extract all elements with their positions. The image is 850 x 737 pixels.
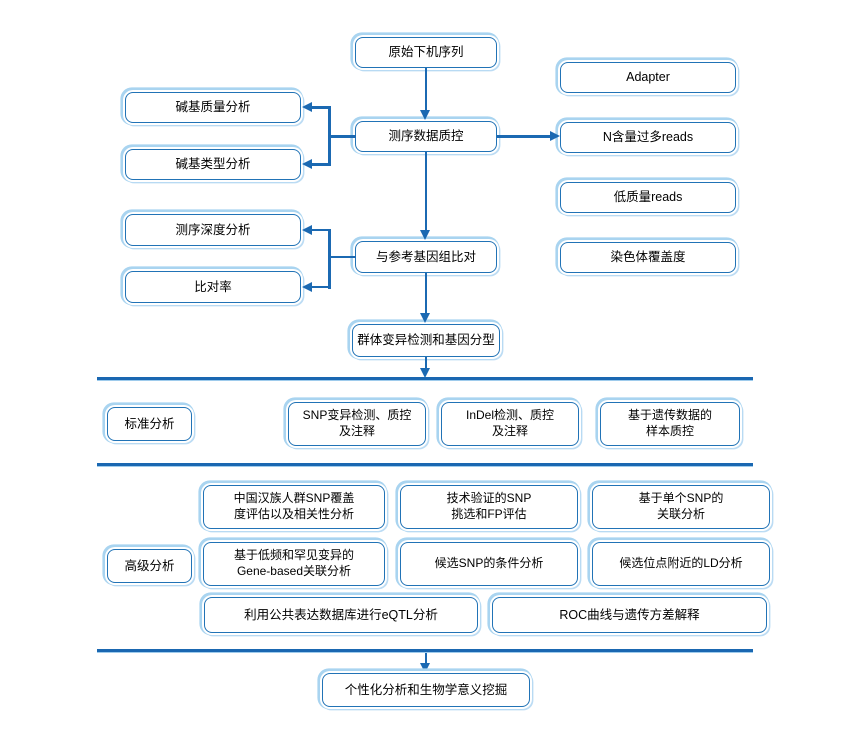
arrowhead-qc-to-align	[420, 230, 430, 240]
line-raw-to-qc	[424, 68, 428, 111]
node-label: N含量过多reads	[602, 130, 694, 145]
node-label: 基于遗传数据的 样本质控	[627, 408, 712, 438]
node-label: 中国汉族人群SNP覆盖 度评估以及相关性分析	[233, 491, 355, 521]
line-qc-to-align	[424, 152, 428, 231]
node-adapter: Adapter	[560, 62, 736, 93]
node-raw-sequence: 原始下机序列	[355, 37, 497, 68]
node-mapping-rate: 比对率	[125, 271, 301, 303]
line-align-to-variant	[424, 273, 428, 314]
node-label: 染色体覆盖度	[610, 250, 686, 265]
node-label: 测序数据质控	[388, 129, 464, 144]
node-label: InDel检测、质控 及注释	[465, 408, 554, 438]
node-label: SNP变异检测、质控 及注释	[302, 408, 412, 438]
line-to-mapping-rate	[311, 285, 330, 289]
node-base-type: 碱基类型分析	[125, 149, 301, 180]
arrowhead-variant-to-divider	[420, 368, 430, 378]
node-label: 基于低频和罕见变异的 Gene-based关联分析	[233, 548, 354, 578]
node-label: 基于单个SNP的 关联分析	[638, 491, 724, 521]
arrowhead-to-base-quality	[302, 102, 312, 113]
line-variant-to-divider	[424, 357, 428, 369]
line-align-bracket-feed	[330, 255, 356, 259]
node-indel-detection: InDel检测、质控 及注释	[441, 402, 579, 446]
line-divider-to-personalized	[424, 652, 428, 664]
node-label: 利用公共表达数据库进行eQTL分析	[244, 607, 438, 622]
node-ld-analysis: 候选位点附近的LD分析	[592, 542, 770, 586]
node-base-quality: 碱基质量分析	[125, 92, 301, 123]
arrowhead-divider-to-personalized	[420, 663, 430, 673]
line-to-depth	[311, 228, 330, 232]
node-label: 比对率	[194, 279, 232, 294]
node-label: 原始下机序列	[388, 45, 464, 60]
node-label: 标准分析	[124, 416, 175, 431]
node-single-snp-association: 基于单个SNP的 关联分析	[592, 485, 770, 529]
node-label: 群体变异检测和基因分型	[357, 333, 495, 348]
section-label-standard: 标准分析	[107, 407, 192, 441]
node-depth-analysis: 测序深度分析	[125, 214, 301, 246]
section-label-advanced: 高级分析	[107, 549, 192, 583]
node-label: 技术验证的SNP 挑选和FP评估	[446, 491, 532, 521]
node-label: 高级分析	[124, 558, 175, 573]
node-gene-based-association: 基于低频和罕见变异的 Gene-based关联分析	[203, 542, 385, 586]
node-label: 候选位点附近的LD分析	[619, 556, 743, 571]
node-conditional-analysis: 候选SNP的条件分析	[400, 542, 578, 586]
arrowhead-qc-to-nreads	[550, 131, 560, 141]
node-genetic-sample-qc: 基于遗传数据的 样本质控	[600, 402, 740, 446]
divider-advanced-bottom	[97, 649, 753, 653]
node-label: 低质量reads	[613, 190, 683, 205]
node-chromosome-coverage: 染色体覆盖度	[560, 242, 736, 273]
node-label: Adapter	[626, 70, 670, 85]
arrowhead-align-to-variant	[420, 313, 430, 323]
node-label: 与参考基因组比对	[375, 249, 476, 264]
node-personalized-analysis: 个性化分析和生物学意义挖掘	[322, 673, 530, 707]
node-label: 碱基质量分析	[175, 100, 251, 115]
line-qc-to-nreads	[497, 135, 550, 138]
arrowhead-to-depth	[302, 224, 312, 235]
divider-standard-top	[97, 377, 753, 381]
node-han-snp-coverage: 中国汉族人群SNP覆盖 度评估以及相关性分析	[203, 485, 385, 529]
node-label: ROC曲线与遗传方差解释	[559, 607, 700, 622]
node-eqtl-analysis: 利用公共表达数据库进行eQTL分析	[204, 597, 478, 633]
line-to-base-type	[311, 163, 330, 166]
node-data-qc: 测序数据质控	[355, 121, 497, 152]
arrowhead-to-mapping-rate	[302, 281, 312, 292]
node-label: 测序深度分析	[175, 222, 251, 237]
arrowhead-raw-to-qc	[420, 110, 430, 120]
node-label: 碱基类型分析	[175, 157, 251, 172]
node-snp-detection: SNP变异检测、质控 及注释	[288, 402, 426, 446]
line-qc-bracket-feed	[330, 135, 356, 138]
node-n-reads: N含量过多reads	[560, 122, 736, 153]
line-qc-bracket-vertical	[328, 106, 331, 167]
node-align-reference: 与参考基因组比对	[355, 241, 497, 273]
node-label: 个性化分析和生物学意义挖掘	[344, 682, 508, 697]
line-to-base-quality	[311, 106, 330, 109]
node-validated-snp: 技术验证的SNP 挑选和FP评估	[400, 485, 578, 529]
divider-standard-bottom	[97, 463, 753, 467]
node-label: 候选SNP的条件分析	[434, 556, 544, 571]
node-roc-heritability: ROC曲线与遗传方差解释	[492, 597, 767, 633]
line-align-bracket-vertical	[328, 228, 331, 289]
arrowhead-to-base-type	[302, 159, 312, 170]
node-low-quality-reads: 低质量reads	[560, 182, 736, 213]
node-variant-calling: 群体变异检测和基因分型	[352, 324, 500, 357]
